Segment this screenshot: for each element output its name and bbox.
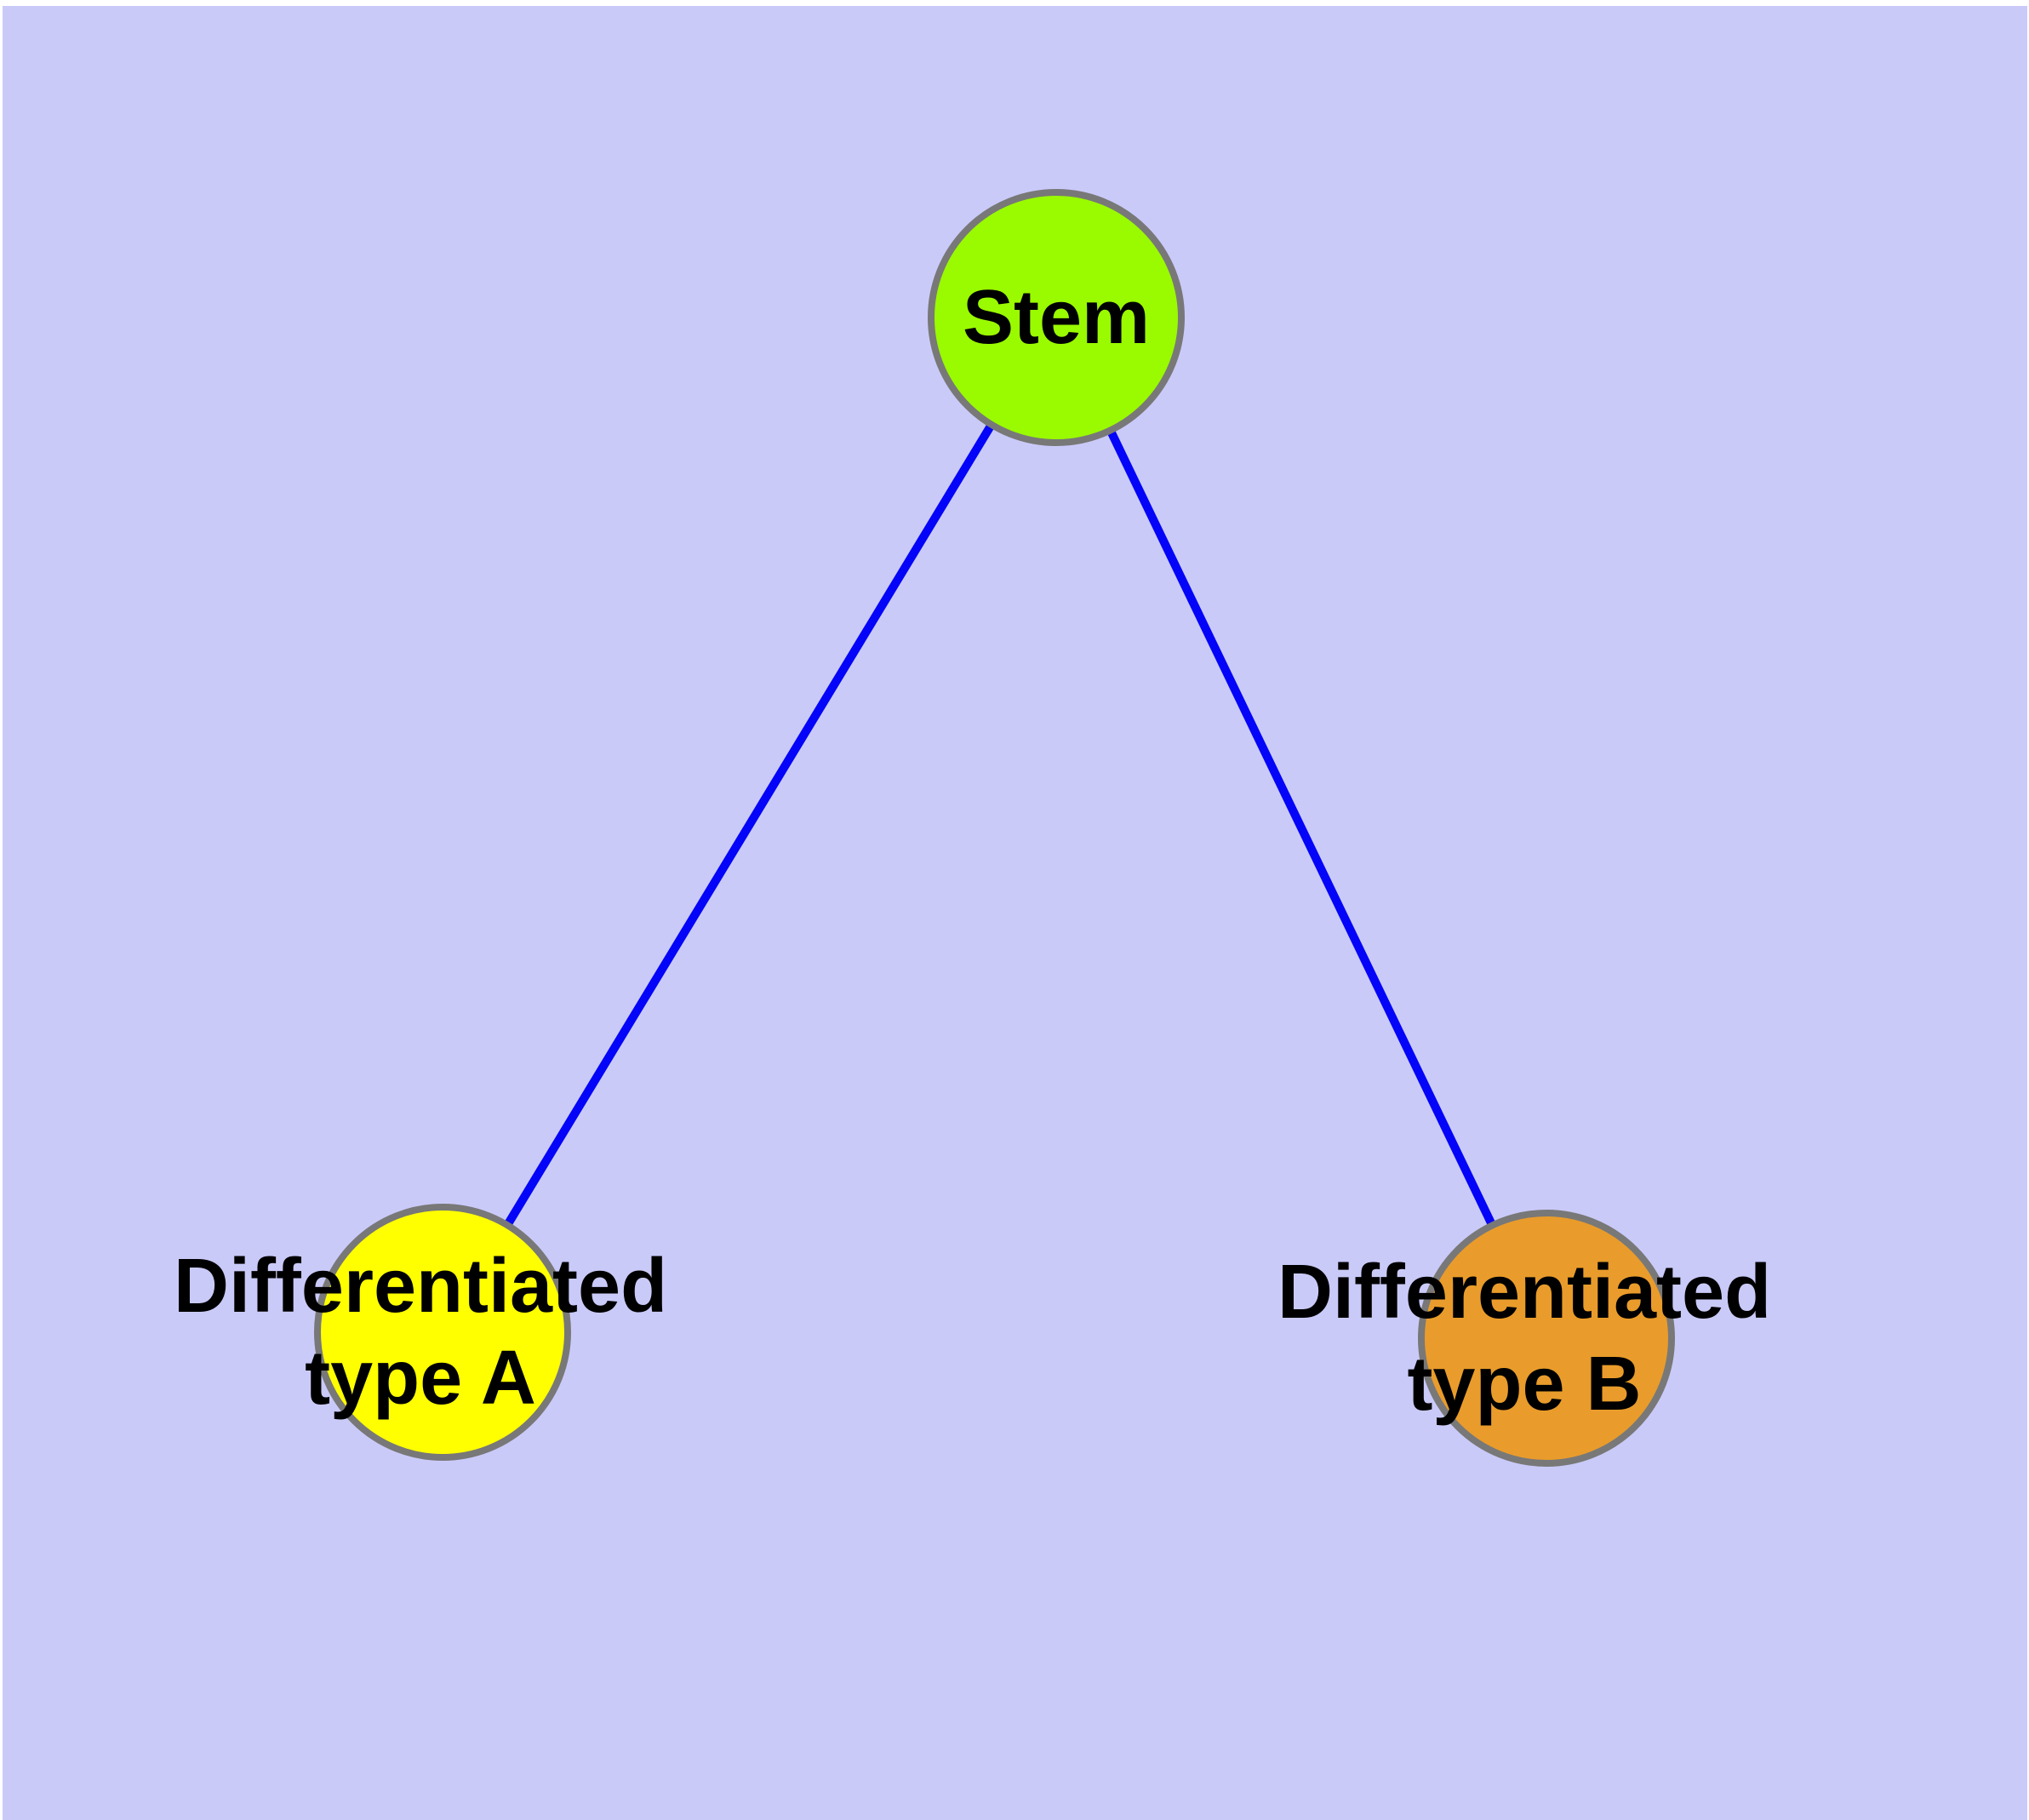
type-a-label: Differentiated type A — [174, 1240, 667, 1424]
type-a-circle — [314, 1204, 571, 1461]
edge-stem-to-type-b — [1052, 315, 1551, 1341]
stem-label-line1: Stem — [962, 275, 1151, 360]
edge-stem-to-type-a — [438, 315, 1060, 1335]
node-differentiated-type-b: Differentiated type B — [1277, 1210, 1771, 1467]
stem-circle — [928, 189, 1185, 446]
type-b-circle — [1418, 1210, 1675, 1467]
page-margin-left — [0, 0, 3, 1820]
node-differentiated-type-a: Differentiated type A — [174, 1204, 667, 1461]
page-margin-right — [2027, 0, 2029, 1820]
type-a-label-line2: type A — [305, 1336, 536, 1421]
page-margin-top — [0, 0, 2029, 6]
node-stem: Stem — [928, 189, 1185, 446]
type-b-label: Differentiated type B — [1277, 1246, 1771, 1430]
type-b-label-line2: type B — [1407, 1342, 1642, 1427]
stem-label: Stem — [963, 272, 1150, 363]
type-b-label-line1: Differentiated — [1277, 1250, 1772, 1335]
type-a-label-line1: Differentiated — [173, 1244, 668, 1329]
